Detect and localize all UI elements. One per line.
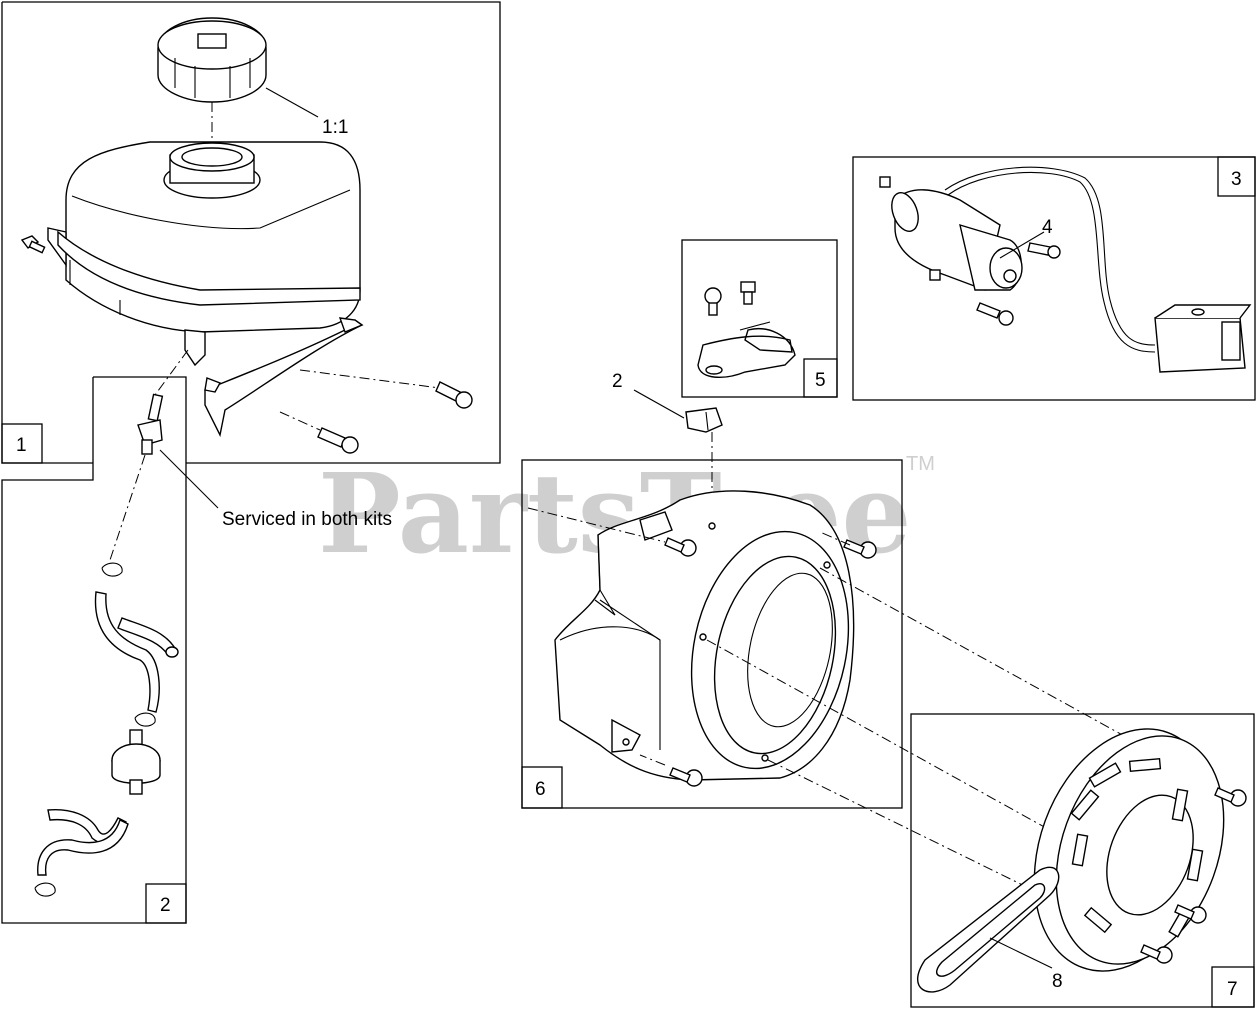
recoil-starter — [1033, 728, 1225, 972]
kit-3-box — [852, 156, 1256, 401]
callout-serviced: Serviced in both kits — [222, 509, 392, 530]
fuel-hose-upper — [94, 591, 179, 713]
fuel-filter — [111, 729, 161, 795]
kit-7-box — [910, 713, 1255, 1008]
recoil-bolts — [1140, 787, 1247, 964]
callout-clip: 2 — [612, 371, 623, 392]
watermark-trademark: TM — [906, 453, 935, 475]
starter-switch — [1154, 304, 1252, 373]
bracket-screws — [704, 281, 756, 316]
kit-label-6: 6 — [535, 779, 546, 800]
shield-bolt-right — [435, 381, 473, 409]
callout-starter: 4 — [1042, 217, 1053, 238]
fuel-hose-lower — [37, 808, 129, 876]
starter-cable — [944, 166, 1156, 353]
kit-label-7: 7 — [1227, 979, 1238, 1000]
kit-label-2: 2 — [160, 895, 171, 916]
kit-2-box — [1, 376, 187, 924]
kit-5-box — [681, 239, 838, 398]
callout-cap: 1:1 — [322, 117, 348, 138]
fuel-tank — [47, 141, 361, 367]
recoil-handle — [917, 866, 1060, 993]
bracket — [697, 321, 796, 378]
kit-label-5: 5 — [815, 370, 826, 391]
clip — [685, 407, 723, 433]
heat-shield — [204, 317, 364, 438]
starter-motor — [891, 189, 1023, 291]
fuel-cap — [157, 17, 267, 103]
callout-rope: 8 — [1052, 971, 1063, 992]
tank-bolt-left — [20, 235, 46, 254]
kit-1-box — [1, 1, 501, 464]
kit-label-1: 1 — [16, 435, 27, 456]
housing-bolts — [664, 537, 877, 787]
starter-bolts — [879, 176, 1061, 326]
shield-bolt-lower — [317, 427, 359, 454]
blower-housing — [554, 490, 855, 781]
kit-label-3: 3 — [1231, 169, 1242, 190]
fuel-valve — [137, 393, 164, 455]
